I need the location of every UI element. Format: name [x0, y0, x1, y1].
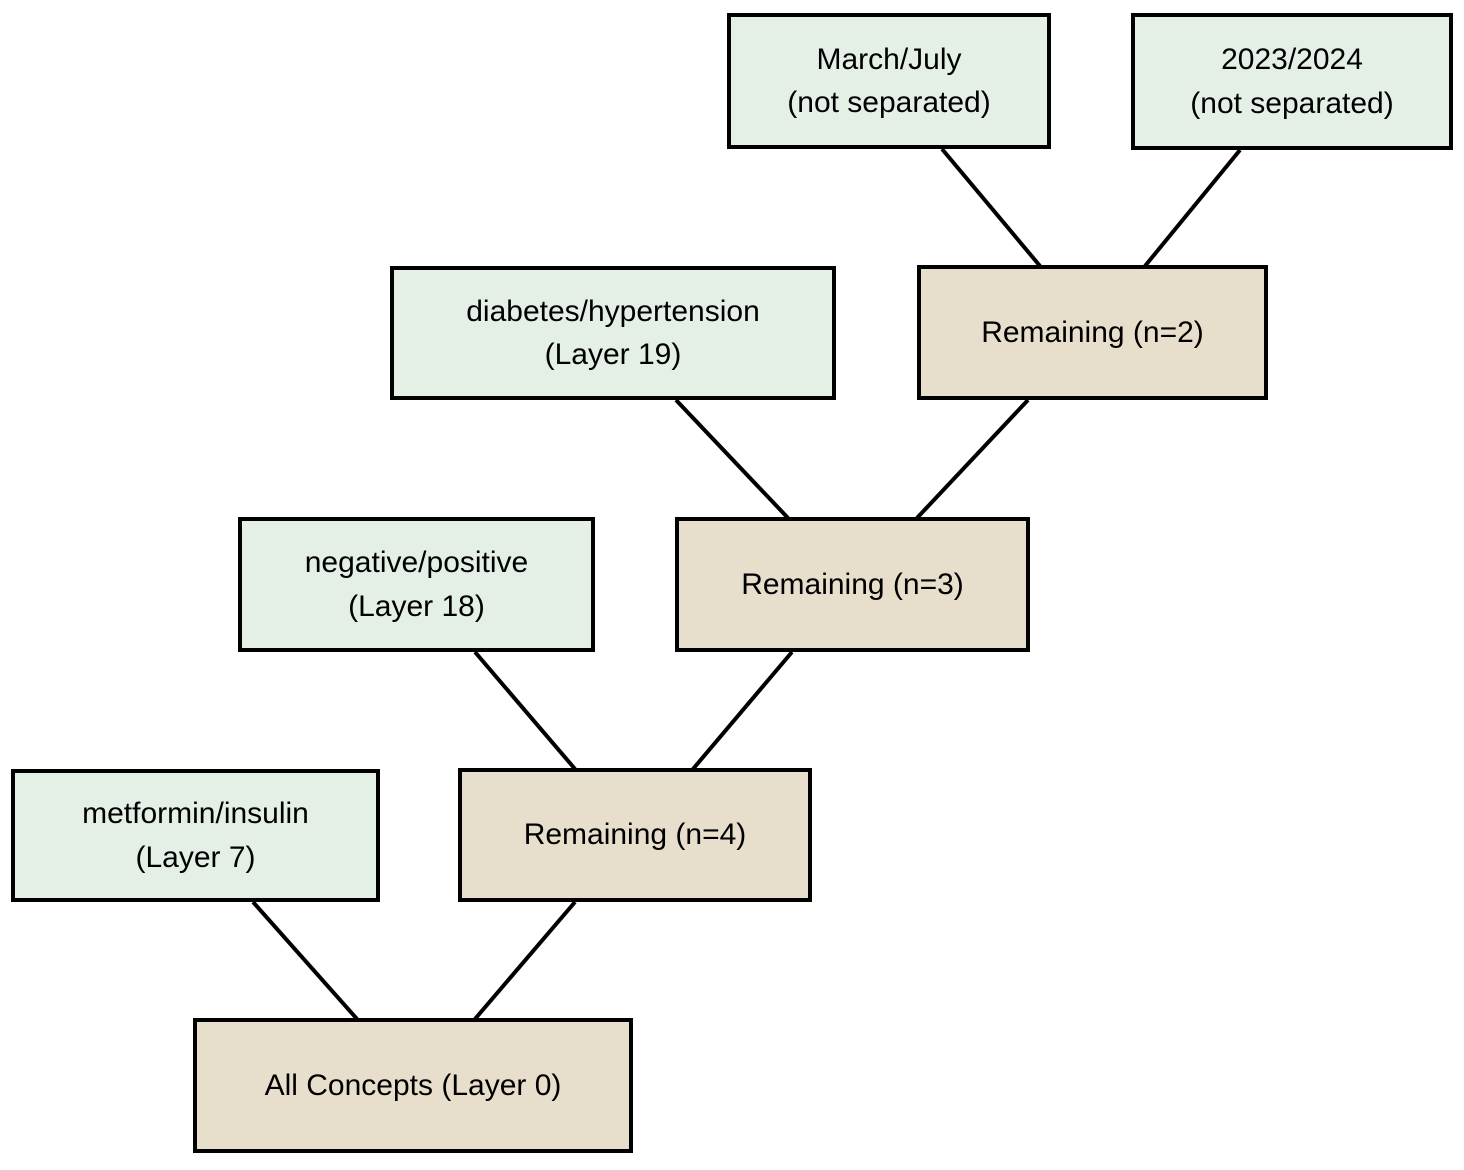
node-label-line: 2023/2024	[1221, 43, 1363, 76]
node-remaining-n4: Remaining (n=4)	[458, 768, 812, 902]
node-march-july: March/July (not separated)	[727, 13, 1051, 149]
node-remaining-n2: Remaining (n=2)	[917, 265, 1268, 400]
edge-remaining-n2-to-remaining-n3	[915, 398, 1030, 520]
node-label-line: (not separated)	[787, 86, 991, 119]
node-all-concepts: All Concepts (Layer 0)	[193, 1018, 633, 1153]
node-label-line: diabetes/hypertension	[466, 294, 760, 328]
node-label-line: Remaining (n=3)	[741, 567, 964, 601]
node-label-line: March/July	[816, 42, 962, 76]
node-label-line: (Layer 19)	[544, 338, 682, 371]
node-label-line: (not separated)	[1190, 86, 1394, 120]
node-label-line: Remaining (n=4)	[523, 818, 747, 852]
node-diabetes-hypertension: diabetes/hypertension (Layer 19)	[390, 266, 836, 400]
node-label-line: metformin/insulin	[82, 797, 309, 830]
edge-diabetes-hypertension-to-remaining-n3	[674, 398, 790, 520]
node-label-line: (Layer 7)	[135, 840, 256, 874]
node-negative-positive: negative/positive (Layer 18)	[238, 517, 595, 652]
edge-remaining-n4-to-all-concepts	[473, 900, 577, 1021]
edge-negative-positive-to-remaining-n4	[473, 650, 577, 771]
node-label-line: All Concepts (Layer 0)	[264, 1068, 562, 1102]
edge-2023-2024-to-remaining-n2	[1143, 148, 1242, 268]
edge-metformin-insulin-to-all-concepts	[251, 900, 359, 1021]
node-remaining-n3: Remaining (n=3)	[675, 517, 1030, 652]
node-label-line: negative/positive	[304, 546, 529, 579]
node-metformin-insulin: metformin/insulin (Layer 7)	[11, 769, 380, 902]
edge-march-july-to-remaining-n2	[940, 147, 1042, 268]
node-label-line: Remaining (n=2)	[981, 315, 1204, 349]
edge-remaining-n3-to-remaining-n4	[691, 650, 794, 771]
node-label-line: (Layer 18)	[348, 589, 485, 623]
node-2023-2024: 2023/2024 (not separated)	[1131, 13, 1453, 150]
